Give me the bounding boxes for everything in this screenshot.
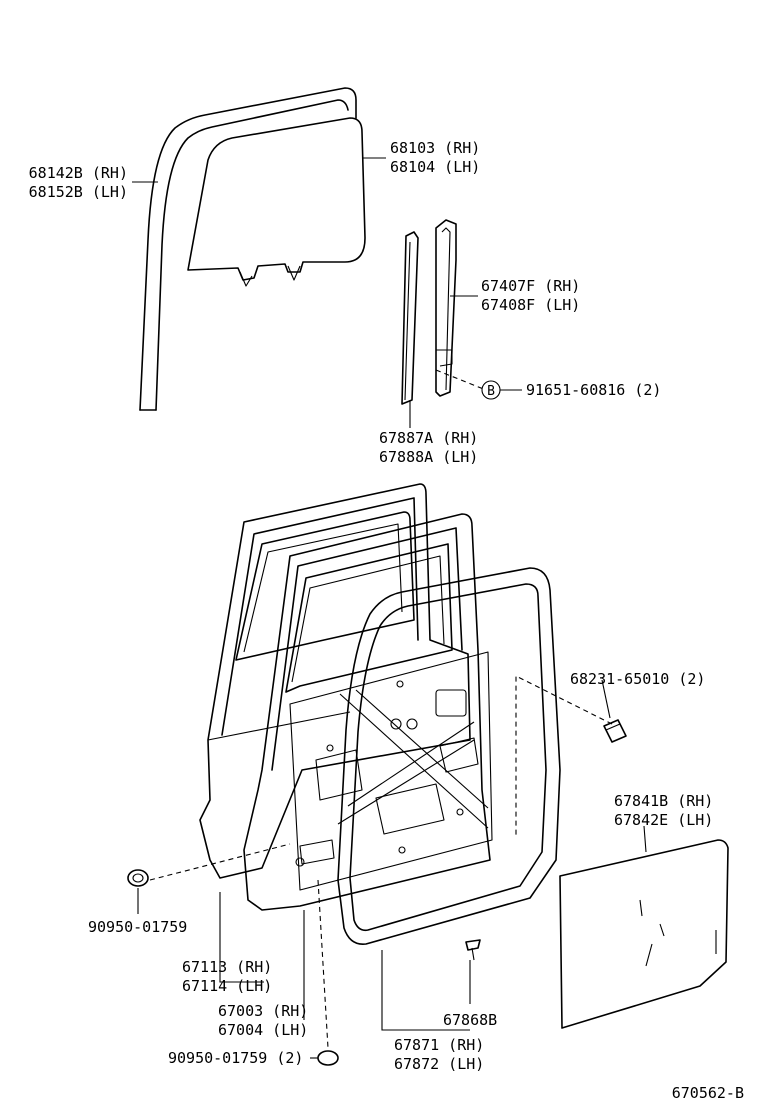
door-glass-part (187, 117, 366, 287)
label-glass-lh: 68104 (LH) (390, 158, 480, 176)
label-channel-lh: 67408F (LH) (481, 296, 580, 314)
front-weatherstrip-part (401, 231, 419, 405)
label-plug-2: 90950-01759 (2) (168, 1049, 303, 1067)
glass-run-part (139, 87, 357, 411)
plug-2-part (317, 1050, 339, 1066)
door-weatherstrip-part (337, 567, 561, 945)
label-weatherstrip-lh: 67872 (LH) (394, 1055, 484, 1073)
label-plug: 90950-01759 (88, 918, 187, 936)
label-cover-lh: 67842E (LH) (614, 811, 713, 829)
label-weatherstrip-front-rh: 67887A (RH) (379, 429, 478, 447)
label-door-assy-lh: 67004 (LH) (218, 1021, 308, 1039)
bolt-marker-icon: B (481, 380, 501, 400)
leader-lines (132, 157, 647, 1059)
plug-part (127, 869, 149, 887)
door-frame-part (243, 513, 493, 911)
part-labels: 68142B (RH) 68152B (LH) 68103 (RH) 68104… (29, 139, 744, 1102)
label-channel-rh: 67407F (RH) (481, 277, 580, 295)
label-door-assy-rh: 67003 (RH) (218, 1002, 308, 1020)
run-channel-part (435, 219, 457, 397)
clip-68231-part (603, 719, 627, 743)
label-weatherstrip-rh: 67871 (RH) (394, 1036, 484, 1054)
label-glass-run-rh: 68142B (RH) (29, 164, 128, 182)
label-weatherstrip-front-lh: 67888A (LH) (379, 448, 478, 466)
label-cover-rh: 67841B (RH) (614, 792, 713, 810)
label-door-panel-lh: 67114 (LH) (182, 977, 272, 995)
svg-text:B: B (487, 384, 495, 399)
label-bolt: 91651-60816 (2) (526, 381, 661, 399)
door-trim-cover-part (559, 839, 729, 1029)
figure-code: 670562-B (672, 1084, 744, 1102)
label-glass-rh: 68103 (RH) (390, 139, 480, 157)
label-clip: 68231-65010 (2) (570, 670, 705, 688)
label-glass-run-lh: 68152B (LH) (29, 183, 128, 201)
label-door-panel-rh: 67113 (RH) (182, 958, 272, 976)
label-clip-2: 67868B (443, 1011, 497, 1029)
clip-67868b-part (465, 939, 481, 961)
dashed-leaders (149, 369, 613, 1049)
outer-door-panel-part (199, 483, 471, 879)
